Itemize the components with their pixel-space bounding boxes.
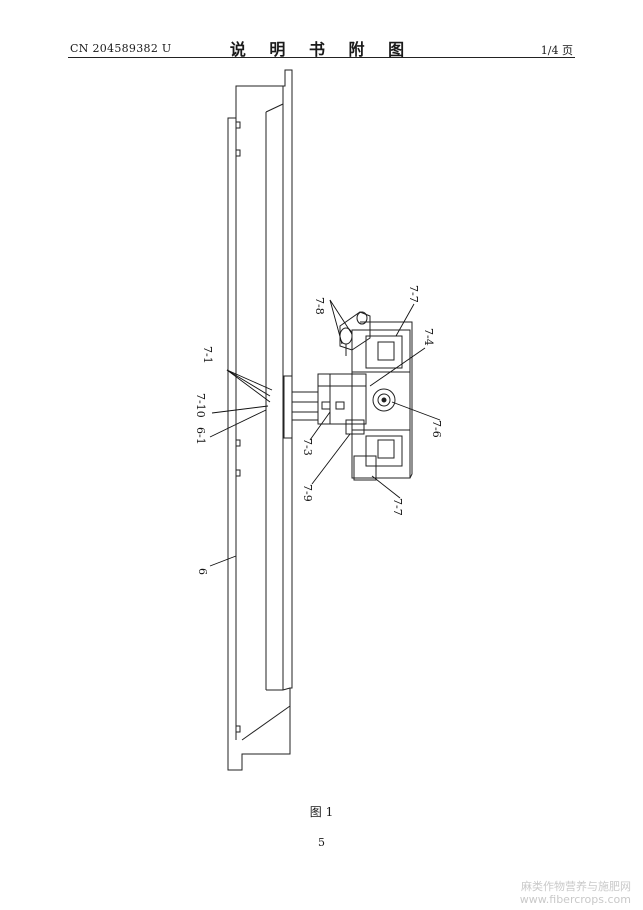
mounting-block	[283, 375, 293, 439]
wheel-outer	[372, 388, 396, 412]
frame-top	[360, 321, 413, 479]
label-7-3: 7-3	[301, 438, 314, 456]
watermark-url: www.fibercrops.com	[519, 893, 631, 906]
frame-plate	[365, 335, 403, 369]
leader-line	[226, 369, 271, 397]
leader-lines	[209, 299, 441, 567]
frame-bracket	[377, 439, 395, 459]
plate-notch	[236, 725, 241, 733]
leader-line	[371, 475, 401, 499]
leader-line	[226, 369, 273, 391]
label-7-8: 7-8	[313, 297, 326, 315]
cylinder-port	[321, 401, 331, 410]
leader-line	[209, 409, 267, 438]
leader-line	[329, 299, 353, 335]
leader-line	[309, 411, 331, 441]
leader-line	[329, 299, 343, 345]
plate-notch	[236, 121, 241, 129]
plate-notch	[236, 149, 241, 157]
leader-line	[209, 555, 237, 567]
leader-line	[211, 405, 269, 414]
page-of: 1/4 页	[540, 44, 573, 57]
roller	[345, 419, 365, 435]
label-6: 6	[196, 568, 209, 575]
figure-caption: 图 1	[309, 805, 334, 819]
frame-bracket	[377, 341, 395, 361]
page-number: 5	[318, 836, 325, 849]
cylinder-port	[335, 401, 345, 410]
label-7-1: 7-1	[201, 346, 214, 364]
label-6-1: 6-1	[194, 427, 207, 445]
plate-notch	[236, 439, 241, 447]
base-block	[353, 455, 377, 481]
leader-line	[369, 347, 426, 387]
leader-line	[226, 369, 271, 403]
leader-line	[395, 303, 415, 337]
part-labels: 7-8 7-7 7-4 7-1 7-10 6-1 7-6 7-3 7-9 7-7…	[194, 285, 443, 575]
label-7-6: 7-6	[430, 420, 443, 438]
plate-step-line	[265, 103, 284, 113]
leader-line	[311, 433, 351, 485]
cylinder-body	[317, 373, 367, 425]
label-7-9: 7-9	[301, 484, 314, 502]
plate-notch	[236, 469, 241, 477]
label-7-10: 7-10	[194, 393, 207, 418]
label-7-7-bottom: 7-7	[391, 498, 404, 516]
leader-line	[391, 401, 441, 421]
page-title: 说 明 书 附 图	[229, 40, 414, 59]
header-rule	[68, 57, 575, 58]
watermark-text: 麻类作物营养与施肥网	[521, 880, 631, 893]
base-plate-outline	[227, 69, 293, 771]
motor-end	[356, 311, 368, 325]
wheel-inner	[377, 393, 391, 407]
plate-step-line	[282, 687, 291, 691]
label-7-4: 7-4	[422, 328, 435, 346]
mechanical-linework	[227, 69, 413, 771]
wheel-hub	[381, 397, 387, 403]
plate-step-line	[241, 705, 291, 741]
patent-number: CN 204589382 U	[70, 42, 172, 55]
label-7-7-top: 7-7	[407, 285, 420, 303]
